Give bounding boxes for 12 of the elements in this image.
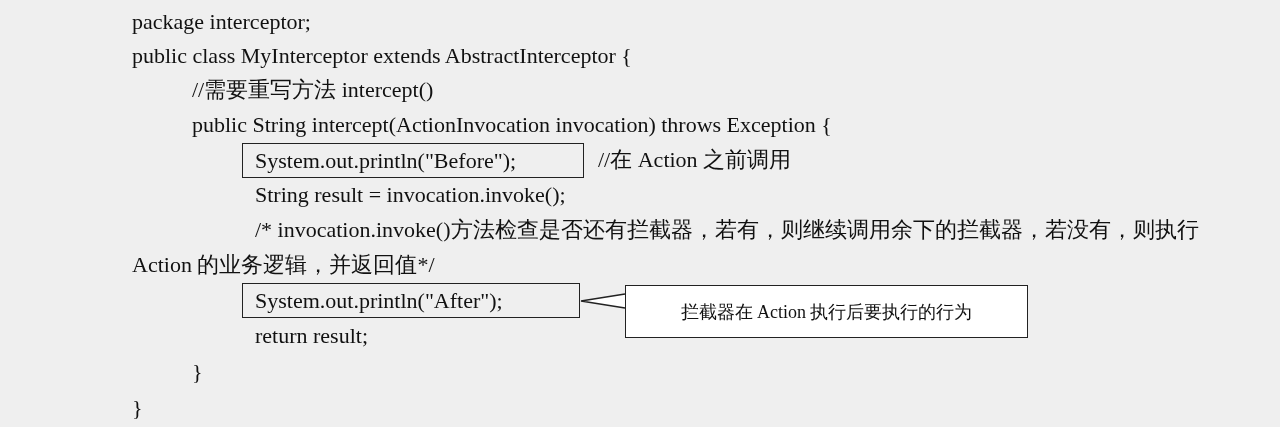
callout-pointer	[580, 293, 626, 309]
code-line: public class MyInterceptor extends AbstractInterceptor {	[132, 42, 632, 70]
closing-brace: }	[192, 358, 203, 386]
code-line: public String intercept(ActionInvocation invocation) throws Exception {	[192, 111, 832, 139]
code-line: String result = invocation.invoke();	[255, 181, 566, 209]
code-line: //需要重写方法 intercept()	[192, 76, 434, 104]
closing-brace: }	[132, 394, 143, 422]
code-comment: //在 Action 之前调用	[598, 146, 792, 174]
code-line: return result;	[255, 322, 369, 350]
code-comment: /* invocation.invoke()方法检查是否还有拦截器，若有，则继续调用余下的拦截器，若没有，则执行 Action 的业务逻辑，并返回值*/	[132, 216, 1200, 279]
callout-box: 拦截器在 Action 执行后要执行的行为	[625, 285, 1028, 338]
code-line: package interceptor;	[132, 8, 311, 36]
